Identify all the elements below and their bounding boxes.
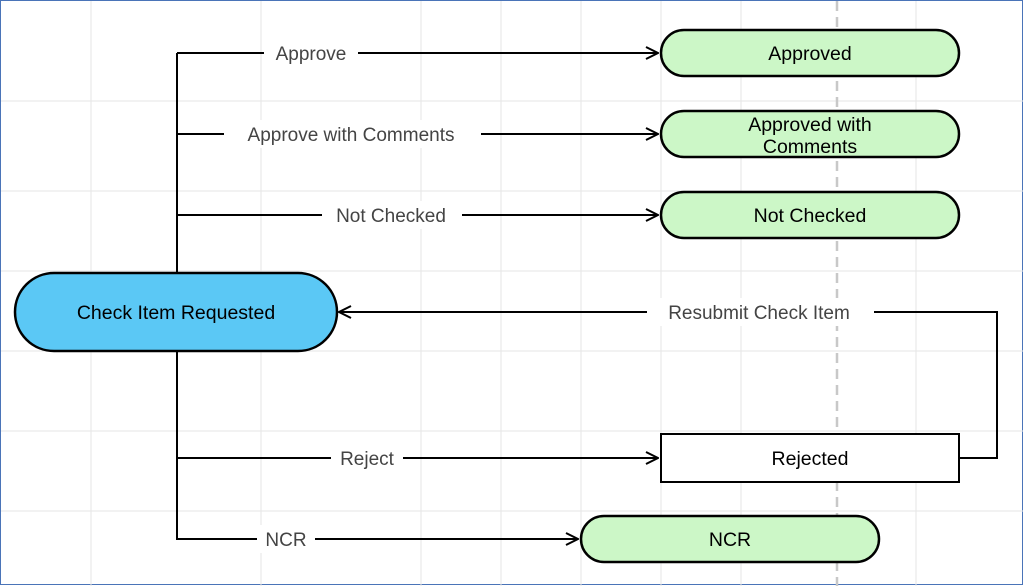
edge-label-approve: Approve: [276, 44, 347, 65]
edge-label-approve-with-comments: Approve with Comments: [248, 125, 455, 146]
node-label-not-checked: Not Checked: [754, 205, 867, 227]
edge-label-not-checked: Not Checked: [336, 206, 446, 227]
edge-label-resubmit-check-item: Resubmit Check Item: [668, 303, 850, 324]
node-label-check-item-requested: Check Item Requested: [77, 302, 275, 324]
edge-label-ncr: NCR: [265, 530, 306, 551]
node-check-item-requested[interactable]: Check Item Requested: [13, 271, 339, 353]
node-not-checked[interactable]: Not Checked: [659, 190, 961, 240]
node-label-rejected: Rejected: [772, 448, 849, 470]
node-label-approved-with-comments-line2: Comments: [763, 136, 858, 158]
node-approved-with-comments[interactable]: Approved with Comments: [659, 109, 961, 159]
node-label-ncr: NCR: [709, 529, 751, 551]
node-approved[interactable]: Approved: [659, 28, 961, 78]
node-rejected[interactable]: Rejected: [660, 433, 960, 483]
node-ncr[interactable]: NCR: [579, 514, 881, 564]
node-label-approved: Approved: [768, 43, 851, 65]
edge-label-reject: Reject: [340, 449, 395, 470]
node-label-approved-with-comments-line1: Approved with: [748, 114, 872, 136]
